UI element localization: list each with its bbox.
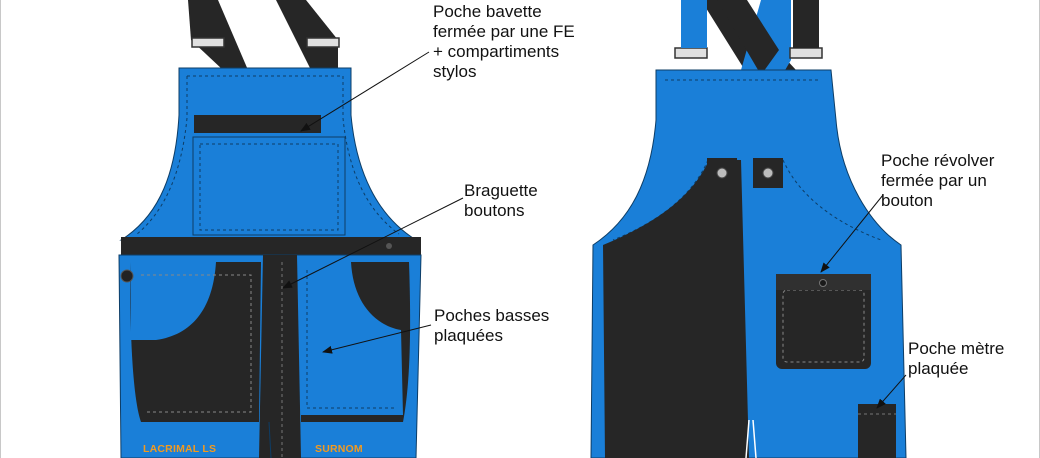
leader-fly xyxy=(282,197,464,289)
front-right-strap xyxy=(276,0,338,70)
label-bib-pocket: Poche bavette fermée par une FE + compar… xyxy=(433,2,575,81)
back-strap-b-overlay xyxy=(717,0,779,75)
label-lower-pockets: Poches basses plaquées xyxy=(434,306,550,345)
front-fly xyxy=(259,255,301,458)
revolver-pocket xyxy=(776,274,871,369)
front-bib-zip xyxy=(194,115,321,133)
label-rule-pocket: Poche mètre plaquée xyxy=(908,339,1005,378)
back-right-buckle xyxy=(789,47,823,59)
front-left-strap xyxy=(188,0,248,70)
front-bib-pocket xyxy=(192,136,346,236)
front-left-buckle xyxy=(191,37,225,48)
leader-lower-pockets xyxy=(322,324,432,354)
back-left-panel xyxy=(603,160,749,458)
leader-bib-pocket xyxy=(300,51,430,132)
front-left-pocket-opening xyxy=(131,262,216,340)
back-view xyxy=(590,0,907,458)
front-right-buckle xyxy=(306,37,340,48)
leader-lines xyxy=(282,51,907,409)
label-revolver-pocket: Poche révolver fermée par un bouton xyxy=(881,151,995,210)
front-view xyxy=(118,0,422,458)
rule-pocket xyxy=(858,404,896,458)
front-right-pocket-face xyxy=(301,262,403,415)
leader-revolver-pocket xyxy=(820,194,884,273)
leader-rule-pocket xyxy=(876,374,907,409)
brand-right-leg: SURNOM xyxy=(315,443,363,455)
brand-left-leg: LACRIMAL LS xyxy=(143,443,217,455)
label-fly: Braguette boutons xyxy=(464,181,538,220)
back-left-buckle xyxy=(674,47,708,59)
front-waistband xyxy=(121,237,421,255)
